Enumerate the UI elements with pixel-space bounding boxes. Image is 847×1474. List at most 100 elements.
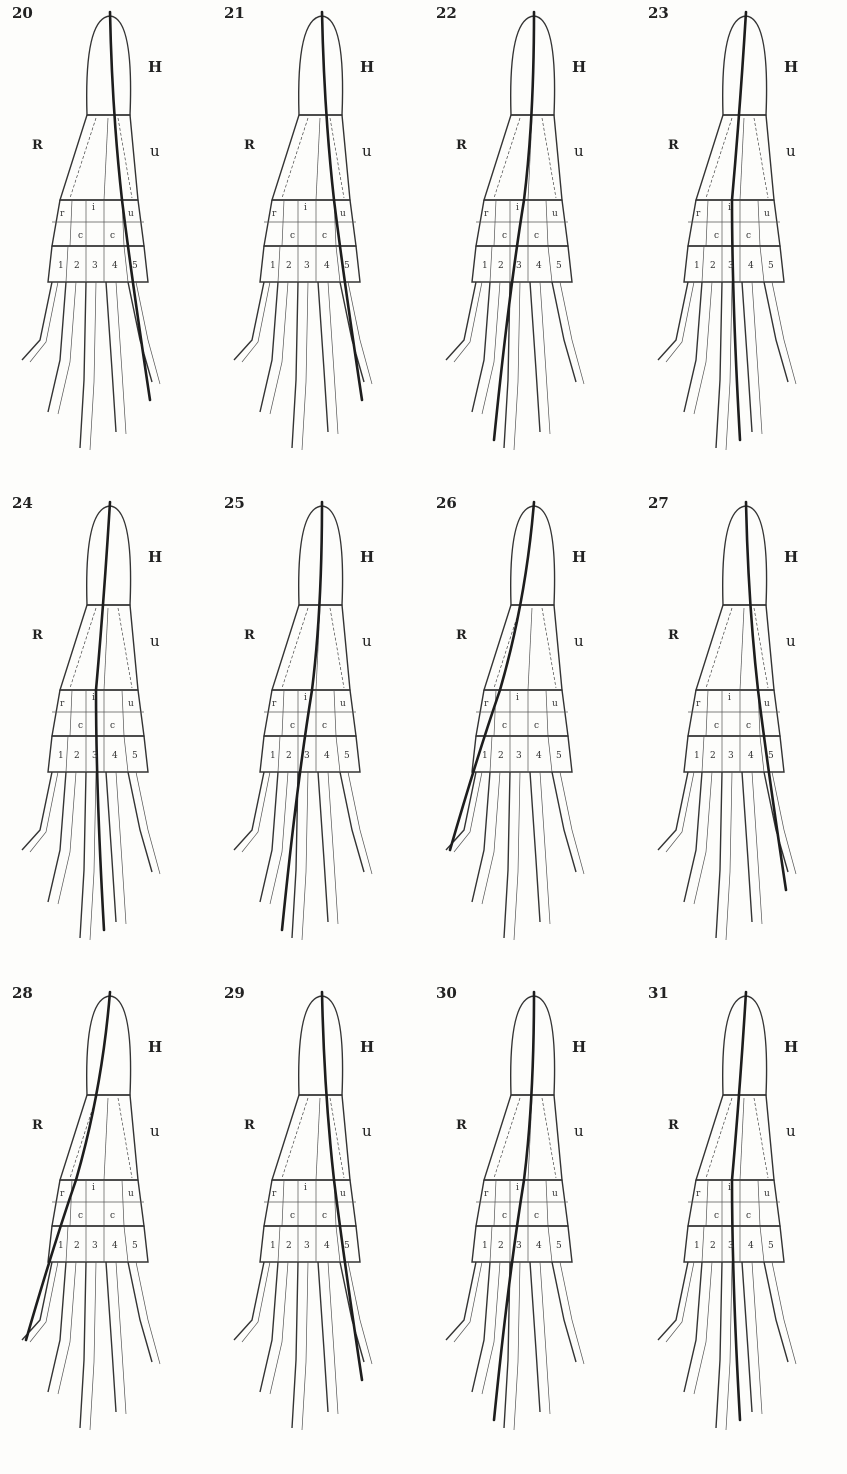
hand-figure-27: r i c c u 1 2 3 4 5 27 H R u — [636, 490, 847, 980]
carpal-label: r — [272, 699, 277, 709]
carpal-label: 5 — [344, 1241, 350, 1251]
label-ulna: u — [150, 1122, 160, 1140]
label-radius: R — [244, 628, 255, 643]
carpal-label: 1 — [482, 751, 488, 761]
label-radius: R — [32, 628, 43, 643]
carpal-label: 1 — [694, 1241, 700, 1251]
carpal-label: 3 — [516, 751, 522, 761]
hand-skeleton-drawing: r i c c u 1 2 3 4 5 — [212, 0, 423, 490]
carpal-label: c — [322, 1211, 327, 1221]
label-radius: R — [244, 138, 255, 153]
carpal-label: i — [92, 1183, 95, 1193]
label-humerus: H — [148, 1038, 162, 1056]
hand-figure-29: r i c c u 1 2 3 4 5 29 H R u — [212, 980, 423, 1470]
carpal-label: 1 — [270, 751, 276, 761]
carpal-label: c — [714, 231, 719, 241]
carpal-label: 2 — [286, 1241, 292, 1251]
carpal-label: c — [78, 1211, 83, 1221]
carpal-label: c — [78, 721, 83, 731]
label-radius: R — [32, 138, 43, 153]
figure-number: 20 — [12, 4, 33, 22]
hand-skeleton-drawing: r i c c u 1 2 3 4 5 — [636, 0, 847, 490]
carpal-label: 5 — [768, 1241, 774, 1251]
carpal-label: 3 — [516, 1241, 522, 1251]
label-radius: R — [244, 1118, 255, 1133]
carpal-label: 5 — [132, 751, 138, 761]
carpal-label: 3 — [304, 261, 310, 271]
label-radius: R — [668, 628, 679, 643]
label-radius: R — [32, 1118, 43, 1133]
carpal-label: c — [110, 1211, 115, 1221]
label-ulna: u — [150, 142, 160, 160]
carpal-label: 4 — [536, 751, 542, 761]
carpal-label: c — [534, 1211, 539, 1221]
figure-number: 27 — [648, 494, 669, 512]
carpal-label: u — [552, 699, 558, 709]
label-ulna: u — [786, 632, 796, 650]
hand-skeleton-drawing: r i c c u 1 2 3 4 5 — [424, 0, 635, 490]
carpal-label: i — [92, 693, 95, 703]
carpal-label: 5 — [556, 751, 562, 761]
label-humerus: H — [784, 1038, 798, 1056]
carpal-label: 1 — [270, 261, 276, 271]
hand-skeleton-drawing: r i c c u 1 2 3 4 5 — [0, 490, 211, 980]
label-ulna: u — [574, 1122, 584, 1140]
carpal-label: 3 — [92, 751, 98, 761]
label-ulna: u — [574, 632, 584, 650]
carpal-label: i — [304, 203, 307, 213]
carpal-label: u — [764, 699, 770, 709]
hand-skeleton-drawing: r i c c u 1 2 3 4 5 — [0, 0, 211, 490]
label-ulna: u — [786, 142, 796, 160]
carpal-label: c — [534, 231, 539, 241]
carpal-label: i — [728, 1183, 731, 1193]
carpal-label: i — [728, 693, 731, 703]
carpal-label: c — [746, 231, 751, 241]
label-ulna: u — [362, 142, 372, 160]
label-ulna: u — [786, 1122, 796, 1140]
carpal-label: u — [552, 1189, 558, 1199]
carpal-label: u — [764, 1189, 770, 1199]
carpal-label: 5 — [556, 261, 562, 271]
carpal-label: c — [534, 721, 539, 731]
carpal-label: 1 — [694, 261, 700, 271]
carpal-label: 2 — [710, 751, 716, 761]
carpal-label: 5 — [768, 261, 774, 271]
hand-figure-24: r i c c u 1 2 3 4 5 24 H R u — [0, 490, 211, 980]
carpal-label: 1 — [58, 261, 64, 271]
carpal-label: 1 — [58, 751, 64, 761]
label-humerus: H — [784, 58, 798, 76]
label-radius: R — [456, 1118, 467, 1133]
carpal-label: 3 — [304, 1241, 310, 1251]
carpal-label: u — [128, 209, 134, 219]
label-radius: R — [456, 138, 467, 153]
carpal-label: c — [78, 231, 83, 241]
label-ulna: u — [150, 632, 160, 650]
hand-figure-26: r i c c u 1 2 3 4 5 26 H R u — [424, 490, 635, 980]
carpal-label: c — [290, 721, 295, 731]
hand-skeleton-drawing: r i c c u 1 2 3 4 5 — [636, 980, 847, 1470]
carpal-label: r — [696, 699, 701, 709]
label-humerus: H — [148, 58, 162, 76]
carpal-label: u — [128, 1189, 134, 1199]
label-radius: R — [668, 1118, 679, 1133]
carpal-label: r — [60, 209, 65, 219]
carpal-label: 4 — [112, 751, 118, 761]
carpal-label: u — [764, 209, 770, 219]
carpal-label: c — [290, 231, 295, 241]
carpal-label: 3 — [728, 1241, 734, 1251]
carpal-label: 2 — [710, 1241, 716, 1251]
carpal-label: r — [696, 209, 701, 219]
carpal-label: c — [502, 721, 507, 731]
hand-skeleton-drawing: r i c c u 1 2 3 4 5 — [212, 490, 423, 980]
hand-figure-25: r i c c u 1 2 3 4 5 25 H R u — [212, 490, 423, 980]
carpal-label: r — [484, 699, 489, 709]
carpal-label: 4 — [324, 1241, 330, 1251]
carpal-label: c — [110, 721, 115, 731]
label-humerus: H — [784, 548, 798, 566]
carpal-label: 4 — [324, 751, 330, 761]
carpal-label: c — [714, 1211, 719, 1221]
carpal-label: 3 — [92, 261, 98, 271]
carpal-label: u — [340, 699, 346, 709]
hand-skeleton-drawing: r i c c u 1 2 3 4 5 — [636, 490, 847, 980]
